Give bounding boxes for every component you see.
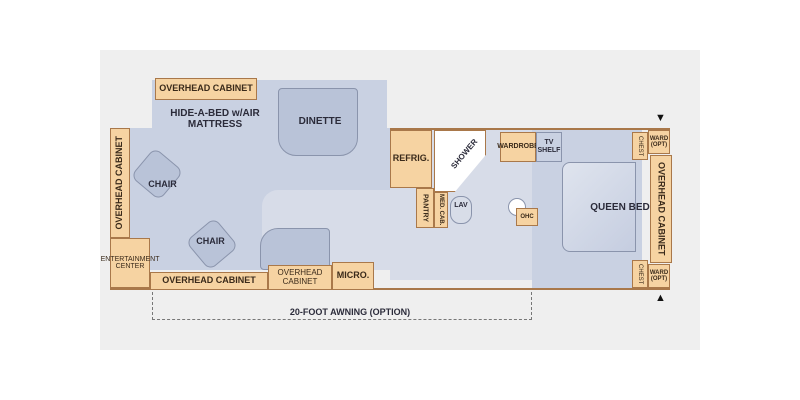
chair-2-label: CHAIR: [196, 236, 225, 246]
ohc-cabinet: OHC: [516, 208, 538, 226]
label: MICRO.: [336, 270, 370, 281]
sofa: [260, 228, 330, 270]
dinette-label: DINETTE: [298, 116, 342, 127]
label: OVERHEAD CABINET: [159, 83, 253, 94]
overhead-cabinet-right: OVERHEAD CABINET: [650, 155, 672, 263]
wall-top: [390, 128, 670, 130]
label: ENTERTAINMENT CENTER: [100, 255, 160, 270]
label: CHEST: [637, 135, 644, 157]
chair-1-label: CHAIR: [148, 179, 177, 189]
label: WARDROBE: [497, 143, 539, 151]
overhead-cabinet-bottom: OVERHEAD CABINET: [150, 272, 268, 290]
lav-label: LAV: [454, 202, 468, 209]
arrow-down-icon: ▼: [655, 112, 666, 124]
dinette-table: [278, 88, 358, 156]
awning-outline: [152, 292, 532, 320]
chest-bottom: CHEST: [632, 260, 648, 288]
refrigerator: REFRIG.: [390, 130, 432, 188]
medicine-cabinet: MED. CAB.: [434, 192, 448, 228]
lavatory: [450, 196, 472, 224]
label: WARD (OPT): [649, 269, 669, 282]
entertainment-center: ENTERTAINMENT CENTER: [101, 238, 160, 288]
label: OVERHEAD CABINET: [162, 275, 256, 286]
microwave: MICRO.: [332, 262, 374, 290]
hide-a-bed-label: HIDE-A-BED w/AIR MATTRESS: [170, 108, 260, 130]
overhead-cabinet-small: OVERHEAD CABINET: [268, 265, 332, 290]
queen-bed-label: QUEEN BED: [590, 202, 650, 213]
label: OVERHEAD CABINET: [656, 162, 667, 256]
label: OVERHEAD CABINET: [114, 136, 125, 230]
label: WARD (OPT): [649, 135, 669, 148]
arrow-up-icon: ▲: [655, 292, 666, 304]
label: TV SHELF: [537, 139, 561, 154]
label: CHEST: [637, 263, 644, 285]
label: PANTRY: [421, 194, 429, 222]
wall-bottom: [110, 288, 670, 290]
tv-shelf: TV SHELF: [536, 132, 562, 162]
overhead-cabinet-left: OVERHEAD CABINET: [110, 128, 130, 238]
chest-top: CHEST: [632, 132, 648, 160]
pantry: PANTRY: [416, 188, 434, 228]
label: MED. CAB.: [438, 194, 445, 226]
queen-bed: [562, 162, 636, 252]
floorplan-canvas: OVERHEAD CABINET HIDE-A-BED w/AIR MATTRE…: [100, 50, 700, 350]
overhead-cabinet-top: OVERHEAD CABINET: [155, 78, 257, 100]
wardrobe: WARDROBE: [497, 132, 539, 162]
ward-opt-bottom: WARD (OPT): [648, 264, 670, 288]
label: REFRIG.: [392, 153, 430, 164]
ward-opt-top: WARD (OPT): [648, 130, 670, 154]
label: OVERHEAD CABINET: [277, 268, 323, 286]
awning-label: 20-FOOT AWNING (OPTION): [250, 307, 450, 318]
label: OHC: [520, 213, 534, 220]
